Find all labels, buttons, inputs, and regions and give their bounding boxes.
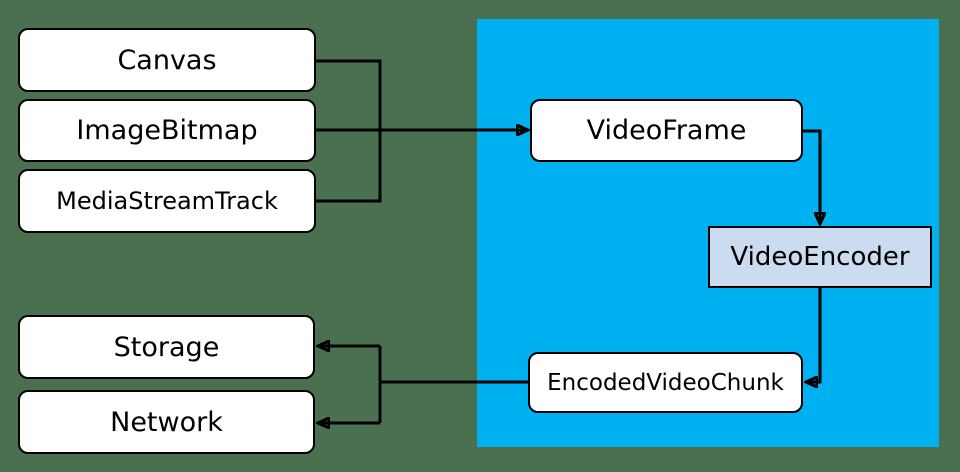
node-media-stream-track-label: MediaStreamTrack <box>56 187 278 215</box>
node-video-encoder: VideoEncoder <box>708 226 932 288</box>
node-video-frame-label: VideoFrame <box>586 115 747 146</box>
node-storage: Storage <box>18 315 315 379</box>
node-network-label: Network <box>110 406 223 438</box>
edge-sources-junction <box>316 59 382 203</box>
node-video-frame: VideoFrame <box>530 99 803 162</box>
node-encoded-video-chunk: EncodedVideoChunk <box>528 352 803 413</box>
node-storage-label: Storage <box>113 331 220 363</box>
node-network: Network <box>18 390 315 454</box>
node-image-bitmap: ImageBitmap <box>18 99 316 162</box>
node-canvas: Canvas <box>18 28 316 92</box>
node-video-encoder-label: VideoEncoder <box>730 242 910 272</box>
node-canvas-label: Canvas <box>117 44 217 76</box>
node-image-bitmap-label: ImageBitmap <box>76 115 258 146</box>
node-media-stream-track: MediaStreamTrack <box>18 169 316 233</box>
node-encoded-video-chunk-label: EncodedVideoChunk <box>547 369 784 396</box>
